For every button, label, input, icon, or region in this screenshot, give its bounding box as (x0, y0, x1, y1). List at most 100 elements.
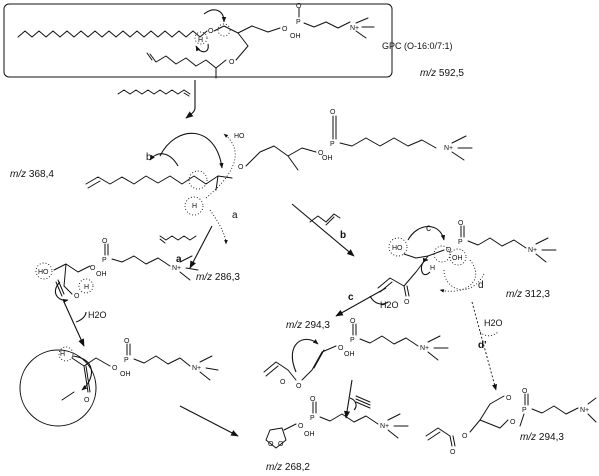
neutral-loss-butene (309, 213, 341, 226)
ion-294b-structure: O O O O P O N+ (425, 388, 597, 456)
svg-text:P: P (522, 407, 527, 414)
svg-text:O: O (310, 396, 316, 403)
svg-text:P: P (330, 141, 335, 148)
svg-text:N+: N+ (380, 423, 389, 430)
precursor-mz: m/z 592,5 (420, 68, 464, 79)
svg-text:P: P (458, 239, 463, 246)
precursor-structure: O H O P O OH N+ O GPC (O-16:0/7:1) (3, 3, 453, 79)
svg-text:P: P (310, 415, 315, 422)
svg-text:OH: OH (322, 155, 333, 162)
phosphorus: P (296, 19, 301, 26)
svg-text:O: O (318, 150, 324, 157)
neutral-loss-ethyne (355, 395, 371, 409)
ion-286-structure: HO O P O OH N+ O H (35, 238, 199, 304)
svg-text:OH: OH (120, 371, 131, 378)
svg-text:P: P (124, 357, 129, 364)
ion-268-structure: O O O P O OH N+ (265, 396, 409, 449)
svg-text:O: O (268, 441, 274, 448)
ion-294a-mz: m/z 294,3 (286, 320, 330, 331)
svg-text:O: O (458, 220, 464, 227)
ion-312-mz: m/z 312,3 (506, 289, 550, 300)
neutral-loss-hexadiene (159, 235, 197, 244)
svg-text:O: O (229, 59, 235, 66)
svg-text:HO: HO (392, 245, 403, 252)
svg-text:O: O (280, 379, 286, 386)
svg-text:OH: OH (452, 255, 463, 262)
svg-text:O: O (102, 238, 108, 245)
pathway-b-label-upper: b (146, 152, 152, 163)
svg-text:OH: OH (304, 431, 315, 438)
svg-text:H: H (192, 203, 197, 210)
svg-text:O: O (282, 26, 288, 33)
ether-oxygen: O (208, 28, 214, 35)
svg-text:H: H (60, 351, 65, 358)
ion-294b-mz: m/z 294,3 (520, 432, 564, 443)
svg-text:OH: OH (96, 271, 107, 278)
water-loss-label-c: H2O (380, 300, 399, 310)
svg-text:O: O (296, 3, 302, 10)
svg-text:O: O (296, 383, 302, 390)
svg-text:O: O (510, 419, 516, 426)
arrow-ethyne-loss (344, 379, 353, 419)
h-atom: H (198, 37, 203, 44)
svg-text:N+: N+ (420, 345, 429, 352)
svg-text:O: O (124, 338, 130, 345)
svg-text:O: O (238, 164, 244, 171)
svg-text:O: O (112, 365, 118, 372)
svg-text:N+: N+ (172, 265, 181, 272)
pathway-c-label-upper: c (426, 223, 431, 234)
precursor-name: GPC (O-16:0/7:1) (382, 41, 453, 51)
svg-text:P: P (102, 257, 107, 264)
arrow-pathway-c (335, 287, 387, 317)
svg-text:O: O (298, 423, 304, 430)
svg-text:O: O (506, 395, 512, 402)
svg-text:HO: HO (38, 269, 49, 276)
arrow-pathway-d-prime (471, 301, 497, 391)
svg-text:O: O (404, 299, 410, 306)
pathway-a-label: a (176, 254, 182, 265)
svg-text:O: O (450, 449, 456, 456)
svg-text:H: H (84, 284, 89, 291)
arrow-pathway-b (291, 203, 355, 257)
ion-294a-structure: O O O P O OH N+ (263, 318, 449, 390)
svg-text:N+: N+ (528, 247, 537, 254)
svg-text:N+: N+ (580, 407, 589, 414)
svg-text:OH: OH (344, 351, 355, 358)
ion-286-mz: m/z 286,3 (196, 272, 240, 283)
arrow-loss-alkyl (185, 80, 196, 119)
pathway-b-label: b (340, 230, 346, 241)
svg-text:O: O (350, 318, 356, 325)
svg-text:O: O (446, 247, 452, 254)
ion-268-mz: m/z 268,2 (266, 462, 310, 473)
ion-368-structure: O HO O P O OH N+ H (85, 109, 473, 245)
ion-368-mz: m/z 368,4 (10, 169, 54, 180)
arrow-to-268-left (179, 405, 239, 437)
svg-text:HO: HO (234, 133, 245, 140)
svg-text:O: O (462, 433, 468, 440)
svg-text:O: O (278, 441, 284, 448)
svg-text:N+: N+ (444, 145, 453, 152)
cyclic-intermediate-structure: H O O P O OH N+ (19, 338, 219, 427)
svg-text:O: O (338, 345, 344, 352)
svg-text:O: O (84, 397, 90, 404)
svg-text:O: O (330, 109, 336, 116)
pathway-d-label-upper: d (478, 280, 484, 291)
svg-text:O: O (74, 293, 80, 300)
neutral-loss-hexadecene (117, 89, 191, 97)
arrow-pathway-a (189, 225, 213, 269)
arrow-water-loss-286 (63, 301, 85, 347)
pathway-d-prime-label: d' (478, 340, 487, 351)
svg-text:N+: N+ (350, 25, 359, 32)
water-loss-label-d: H2O (484, 318, 503, 328)
svg-text:O: O (522, 388, 528, 395)
svg-text:H: H (430, 265, 435, 272)
svg-text:P: P (350, 337, 355, 344)
svg-text:O: O (90, 265, 96, 272)
pathway-c-label: c (348, 292, 354, 303)
svg-text:N+: N+ (192, 365, 201, 372)
svg-text:OH: OH (290, 33, 301, 40)
ion-312-structure: O HO H O P O OH N+ (377, 220, 557, 306)
water-loss-label-286: H2O (88, 310, 107, 320)
pathway-a-label-upper: a (232, 210, 238, 221)
